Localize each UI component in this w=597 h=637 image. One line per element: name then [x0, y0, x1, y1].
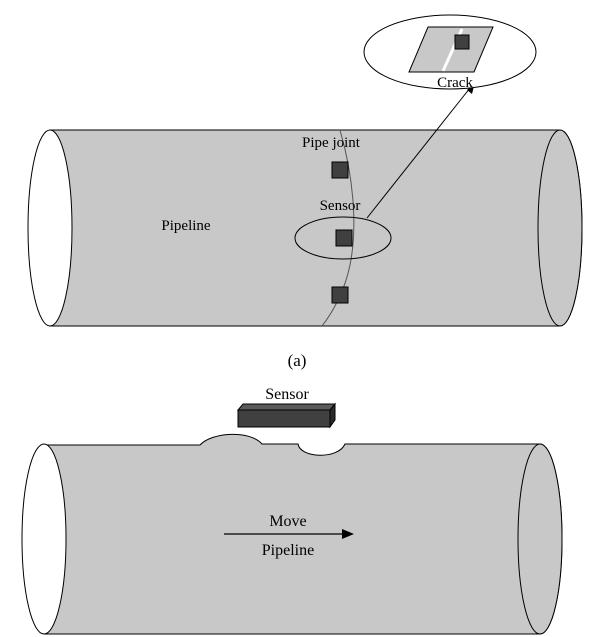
pipe-end-right-b [517, 443, 563, 635]
pipe-end-left-b [21, 443, 67, 635]
joint-sensor-bottom [331, 286, 349, 304]
pipeline-label-a: Pipeline [161, 218, 211, 234]
crack-sensor [454, 34, 470, 50]
pipeline-label-b: Pipeline [262, 542, 314, 559]
crack-label: Crack [437, 75, 473, 91]
crack-surface [408, 26, 494, 73]
sensor-label-b: Sensor [265, 386, 309, 403]
joint-sensor-top [331, 161, 349, 179]
caption-a: (a) [288, 351, 307, 370]
callout-arrow-line [366, 87, 471, 219]
sensor-label-a: Sensor [320, 198, 361, 214]
sensor-block-front [237, 409, 331, 428]
pipe-end-left-a [27, 129, 73, 327]
joint-sensor-middle [335, 229, 353, 247]
move-arrow-head [342, 529, 354, 539]
pipe-joint-seam [321, 129, 355, 327]
panel-b: Sensor Move Pipeline [21, 386, 563, 635]
pipe-joint-label: Pipe joint [302, 135, 361, 151]
move-label: Move [269, 513, 306, 530]
panel-a: Crack Pipe joint Sensor Pipeline (a) [27, 14, 583, 370]
sensor-highlight-ellipse [294, 216, 392, 260]
pipe-end-right-a [537, 129, 583, 327]
pipeline-body-a [49, 129, 583, 327]
sensor-block-top [236, 403, 337, 411]
